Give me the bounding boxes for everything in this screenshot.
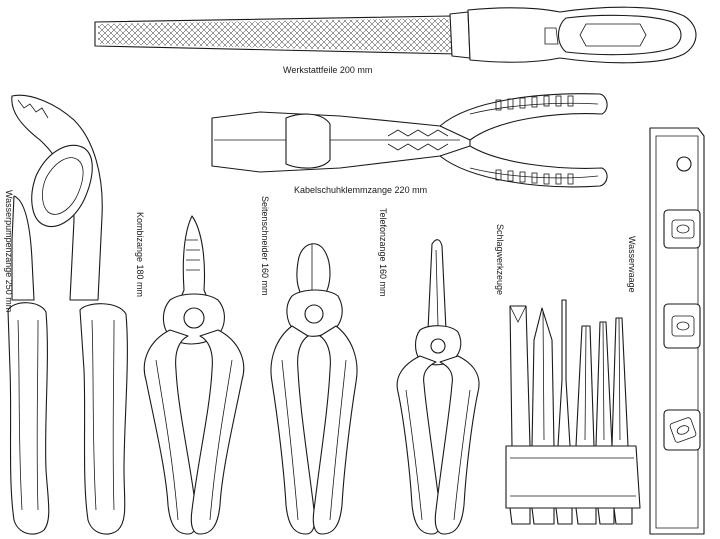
spirit-level-label: Wasserwaage: [627, 236, 637, 293]
crimper-drawing: [211, 93, 608, 188]
telephone-pliers-label: Telefonzange 160 mm: [378, 208, 388, 297]
water-pump-pliers-label: Wasserpumpenzange 250 mm: [4, 190, 14, 312]
water-pump-pliers-drawing: [7, 94, 128, 535]
impact-tools-drawing: [505, 299, 641, 525]
file-label: Werkstattfeile 200 mm: [283, 65, 372, 75]
telephone-pliers-drawing: [396, 239, 480, 535]
side-cutter-drawing: [270, 243, 358, 535]
crimper-label: Kabelschuhklemmzange 220 mm: [294, 185, 427, 195]
side-cutter-label: Seitenschneider 160 mm: [260, 196, 270, 296]
combination-pliers-drawing: [143, 215, 245, 535]
spirit-level-drawing: [649, 127, 705, 535]
combination-pliers-label: Kombizange 180 mm: [135, 212, 145, 297]
impact-tools-label: Schlagwerkzeuge: [495, 224, 505, 295]
file-drawing: [94, 6, 697, 64]
